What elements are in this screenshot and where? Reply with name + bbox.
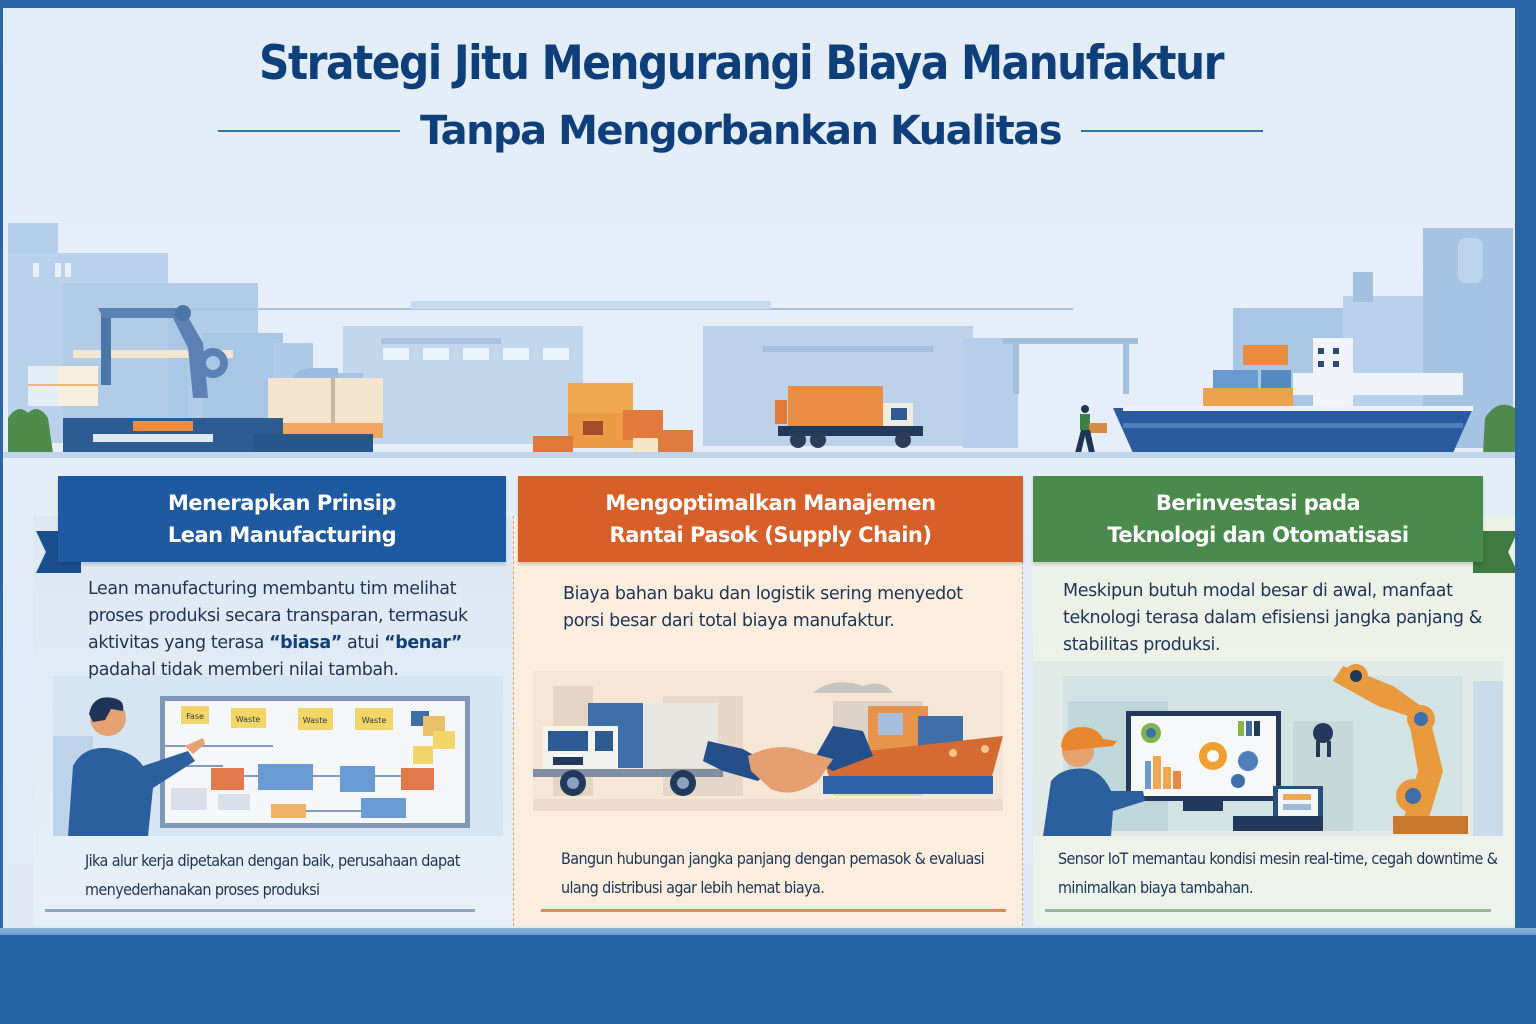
technology-title-line1: Berinvestasi pada (1155, 491, 1361, 515)
page-title: Strategi Jitu Mengurangi Biaya Manufaktu… (258, 36, 1225, 91)
value-stream-whiteboard-illustration: Fase Waste Waste Waste (53, 676, 503, 836)
sticky-note-waste: Waste (362, 716, 387, 725)
sticky-notes: Fase Waste Waste Waste (181, 706, 455, 764)
technology-divider (1045, 909, 1491, 912)
sticky-note-waste: Waste (303, 716, 328, 725)
bottom-blue-band (0, 935, 1536, 1024)
lean-footer-text: Jika alur kerja dipetakan dengan baik, p… (85, 851, 460, 899)
truck-handshake-ship-illustration (533, 671, 1003, 811)
supply-chain-title-line2: Rantai Pasok (Supply Chain) (609, 523, 932, 547)
lean-ribbon-header: Menerapkan Prinsip Lean Manufacturing (58, 476, 506, 562)
sticky-note-fase: Fase (186, 712, 204, 721)
lean-title-line2: Lean Manufacturing (167, 523, 397, 547)
lean-desc-text: Lean manufacturing membantu tim melihat … (88, 579, 468, 653)
factory-port-scenery (3, 208, 1515, 458)
lean-description: Lean manufacturing membantu tim melihat … (88, 576, 498, 684)
scenery-illustration (3, 223, 1515, 458)
technology-description: Meskipun butuh modal besar di awal, manf… (1063, 581, 1483, 655)
page-subtitle: Tanpa Mengorbankan Kualitas (419, 108, 1063, 154)
lean-desc-text: padahal tidak memberi nilai tambah. (88, 660, 399, 680)
supply-chain-footer-text: Bangun hubungan jangka panjang dengan pe… (561, 849, 985, 897)
technology-title-line2: Teknologi dan Otomatisasi (1107, 523, 1409, 547)
supply-chain-divider (541, 909, 1006, 912)
man-figure (68, 747, 195, 836)
subtitle-row: Tanpa Mengorbankan Kualitas (218, 108, 1264, 154)
supply-chain-card: Mengoptimalkan Manajemen Rantai Pasok (S… (513, 476, 1023, 926)
technology-card: Berinvestasi pada Teknologi dan Otomatis… (1033, 476, 1515, 926)
lean-desc-emphasis-biasa: “biasa” (269, 633, 342, 653)
subtitle-divider-right (1081, 130, 1264, 132)
lean-desc-emphasis-benar: “benar” (384, 633, 462, 653)
lean-title-line1: Menerapkan Prinsip (168, 491, 396, 515)
lean-manufacturing-card: Menerapkan Prinsip Lean Manufacturing Le… (33, 476, 523, 926)
bottom-accent-stripe (0, 928, 1536, 938)
technology-ribbon-header: Berinvestasi pada Teknologi dan Otomatis… (1033, 476, 1483, 562)
sticky-note-waste: Waste (236, 715, 261, 724)
supply-chain-title-line1: Mengoptimalkan Manajemen (605, 491, 936, 515)
subtitle-divider-left (218, 130, 400, 132)
supply-chain-description: Biaya bahan baku dan logistik sering men… (563, 584, 963, 631)
lean-divider (45, 909, 475, 912)
frame-right-edge (1515, 8, 1536, 938)
engineer-robot-arm-illustration (1033, 661, 1503, 836)
lean-desc-text: atui (341, 633, 385, 653)
infographic-panel: Strategi Jitu Mengurangi Biaya Manufaktu… (3, 8, 1515, 938)
technology-footer-text: Sensor IoT memantau kondisi mesin real-t… (1058, 849, 1498, 897)
supply-chain-ribbon-header: Mengoptimalkan Manajemen Rantai Pasok (S… (518, 476, 1023, 562)
